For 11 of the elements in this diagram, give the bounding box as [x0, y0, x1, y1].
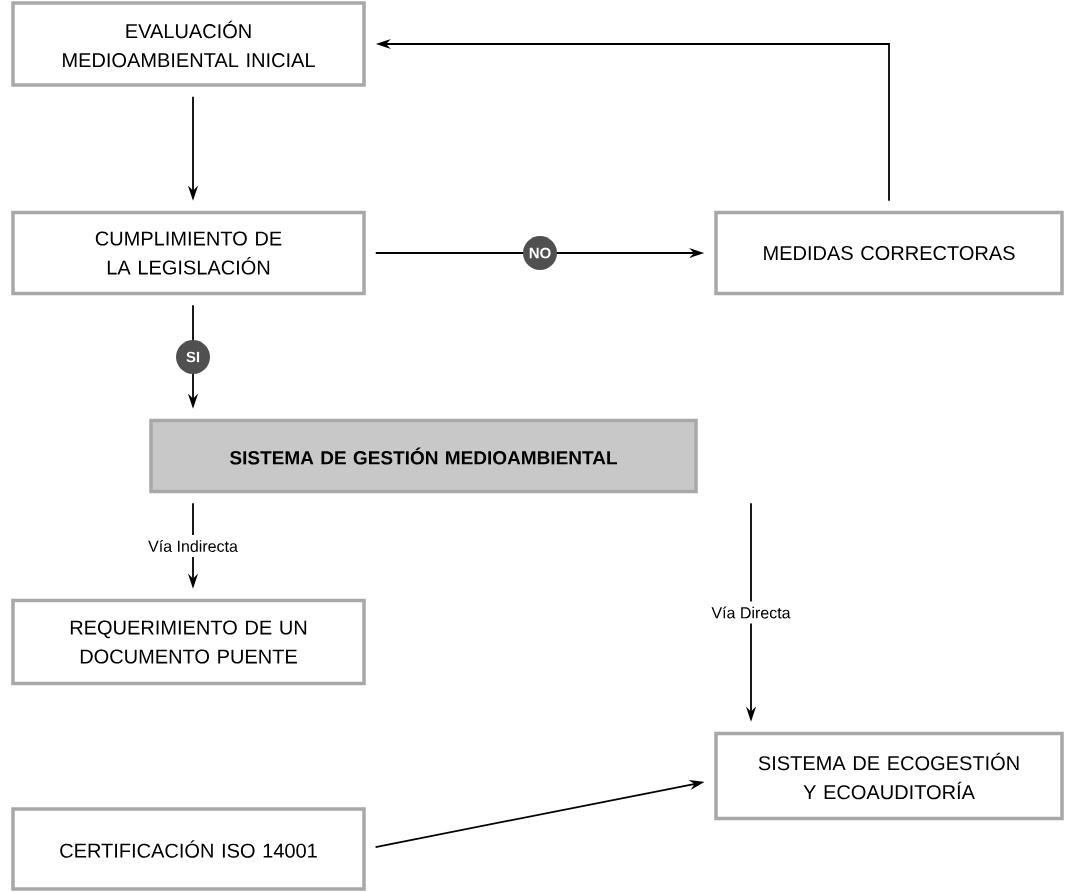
process-box: SISTEMA DE ECOGESTIÓN Y ECOAUDITORÍA — [714, 731, 1064, 821]
process-box: CUMPLIMIENTO DE LA LEGISLACIÓN — [11, 210, 366, 296]
edge-label: Vía Directa — [706, 601, 796, 624]
edge-label: Vía Indirecta — [143, 535, 243, 557]
label-badge: SI — [176, 340, 210, 374]
process-box: MEDIDAS CORRECTORAS — [714, 210, 1064, 296]
main-process-box: SISTEMA DE GESTIÓN MEDIOAMBIENTAL — [149, 418, 698, 494]
process-box: CERTIFICACIÓN ISO 14001 — [11, 807, 366, 891]
process-box: REQUERIMIENTO DE UN DOCUMENTO PUENTE — [11, 598, 366, 686]
label-badge: NO — [523, 236, 557, 270]
process-box: EVALUACIÓN MEDIOAMBIENTAL INICIAL — [11, 1, 366, 87]
